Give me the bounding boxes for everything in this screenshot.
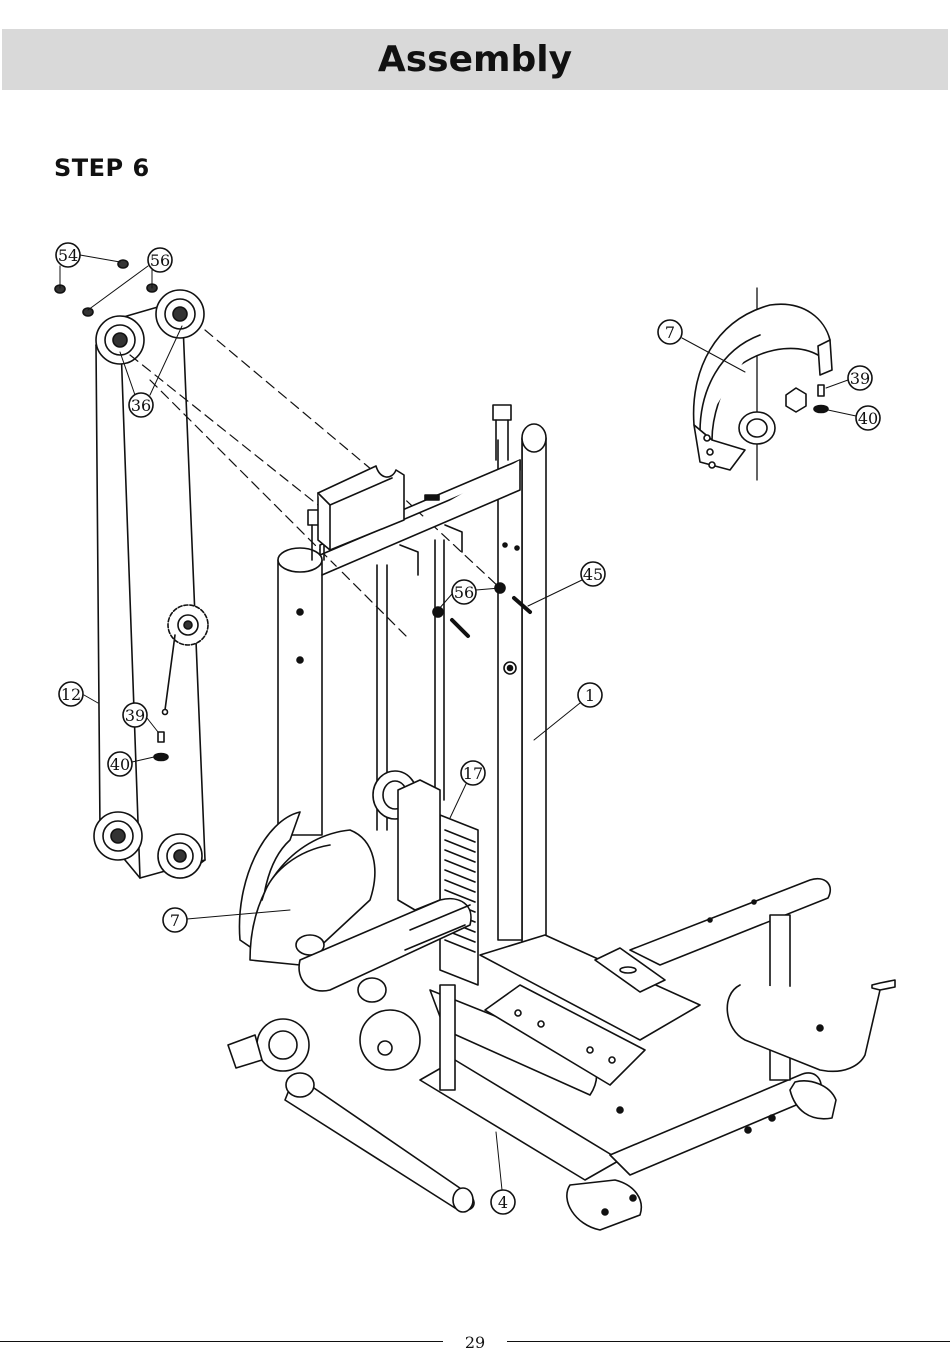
footer-rule-left [0,1341,443,1342]
callout-56-frame: 56 [438,580,500,610]
callout-40-left-label: 40 [110,755,130,774]
callout-12: 12 [59,682,98,706]
callout-40-inset-label: 40 [858,409,878,428]
callout-54: 54 [56,243,120,288]
callout-4-label: 4 [498,1193,508,1212]
callout-12-label: 12 [61,685,81,704]
callout-39-inset: 39 [826,366,872,390]
callout-54-label: 54 [58,246,78,265]
callout-1-label: 1 [585,686,595,705]
base-frame-part [420,879,895,1230]
cam-detail-inset [694,288,832,480]
footer-rule-right [507,1341,950,1342]
callout-7-main-label: 7 [170,911,180,930]
callout-4: 4 [491,1132,515,1214]
callout-56-top-label: 56 [150,251,170,270]
callout-56-frame-label: 56 [454,583,474,602]
callout-36-label: 36 [131,396,151,415]
callout-17-label: 17 [463,764,483,783]
callout-39-left-label: 39 [125,706,145,725]
callout-7-inset-label: 7 [665,323,675,342]
callout-40-inset: 40 [828,406,880,430]
callout-39-inset-label: 39 [850,369,870,388]
callout-45-label: 45 [583,565,603,584]
page-number: 29 [455,1333,495,1352]
callout-17: 17 [450,761,485,818]
arm-plate-part [55,260,208,878]
